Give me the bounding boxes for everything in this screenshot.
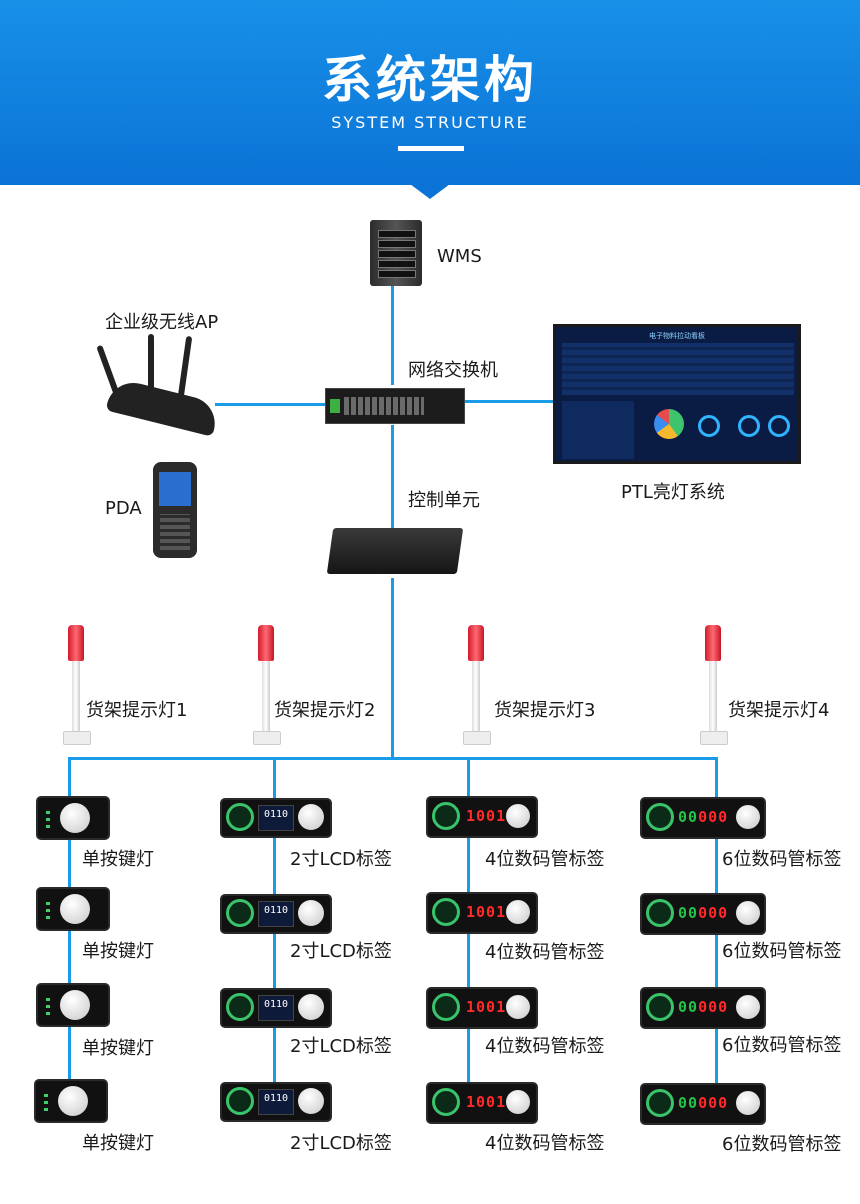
tag-label: 4位数码管标签 [485,1036,605,1057]
tag-label: 2寸LCD标签 [290,1133,392,1154]
tag-label: 4位数码管标签 [485,942,605,963]
tag-label: 6位数码管标签 [722,1134,842,1155]
control-unit-icon [326,528,464,574]
page-title: 系统架构 [322,51,538,109]
tag-label: 6位数码管标签 [722,941,842,962]
tag-label: 单按键灯 [82,1038,154,1059]
tag-label: 4位数码管标签 [485,1133,605,1154]
pda-label: PDA [105,498,142,519]
bus-horizontal [68,757,718,760]
digit-tag-icon: 1001 [426,892,538,934]
shelf-light-label-4: 货架提示灯4 [728,700,830,721]
shelf-light-label-3: 货架提示灯3 [494,700,596,721]
button-tag-icon [36,983,110,1027]
digit-tag-icon: 00000 [640,1083,766,1125]
digit-tag-icon: 1001 [426,987,538,1029]
lcd-tag-icon: 0110 [220,798,332,838]
tag-label: 单按键灯 [82,849,154,870]
tag-label: 4位数码管标签 [485,849,605,870]
digit-tag-icon: 1001 [426,796,538,838]
digit-tag-icon: 00000 [640,797,766,839]
link-switch-control [391,425,394,530]
tag-label: 6位数码管标签 [722,1035,842,1056]
monitor-icon: 电子物料拉动看板 [553,324,801,464]
lcd-tag-icon: 0110 [220,988,332,1028]
link-wms-switch [391,285,394,385]
button-tag-icon [36,887,110,931]
lcd-tag-icon: 0110 [220,1082,332,1122]
tag-label: 2寸LCD标签 [290,1036,392,1057]
button-tag-icon [36,796,110,840]
shelf-light-label-2: 货架提示灯2 [274,700,376,721]
tag-label: 单按键灯 [82,1133,154,1154]
ptl-label: PTL亮灯系统 [621,482,725,503]
tag-label: 2寸LCD标签 [290,941,392,962]
ap-label: 企业级无线AP [105,312,219,333]
shelf-light-label-1: 货架提示灯1 [86,700,188,721]
header-notch [410,184,450,199]
digit-tag-icon: 1001 [426,1082,538,1124]
server-icon [370,220,422,286]
beacon-light-icon-1 [63,625,91,745]
tag-label: 6位数码管标签 [722,849,842,870]
page-subtitle: SYSTEM STRUCTURE [331,113,529,132]
router-icon [96,330,225,440]
bus-drop-1 [68,757,71,1107]
link-switch-ptl [462,400,554,403]
link-control-bus [391,578,394,760]
beacon-light-icon-4 [700,625,728,745]
tag-label: 2寸LCD标签 [290,849,392,870]
switch-label: 网络交换机 [408,360,498,381]
link-ap-switch [215,403,327,406]
lcd-tag-icon: 0110 [220,894,332,934]
beacon-light-icon-3 [463,625,491,745]
pda-icon [153,462,197,558]
monitor-screen-title: 电子物料拉动看板 [649,332,705,340]
beacon-light-icon-2 [253,625,281,745]
tag-label: 单按键灯 [82,941,154,962]
switch-icon [325,388,465,424]
header-banner: 系统架构 SYSTEM STRUCTURE [0,0,860,185]
wms-label: WMS [437,246,482,267]
digit-tag-icon: 00000 [640,987,766,1029]
title-underline [398,146,464,151]
button-tag-icon [34,1079,108,1123]
digit-tag-icon: 00000 [640,893,766,935]
control-label: 控制单元 [408,490,480,511]
